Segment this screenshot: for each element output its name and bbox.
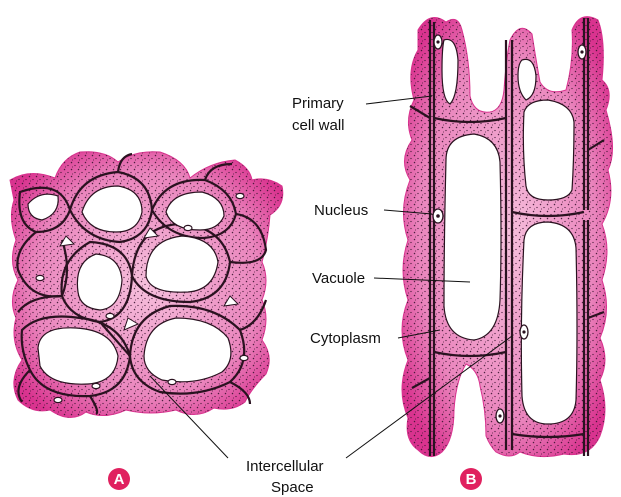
label-intercellular-line2: Space [271, 479, 314, 496]
badge-a-text: A [114, 471, 125, 488]
label-intercellular-line1: Intercellular [246, 458, 324, 475]
label-nucleus: Nucleus [314, 202, 368, 219]
label-primary-line2: cell wall [292, 117, 345, 134]
panel-a-tissue [10, 152, 283, 418]
label-vacuole: Vacuole [312, 270, 365, 287]
badge-b-text: B [466, 471, 477, 488]
badge-a: A [108, 468, 130, 490]
label-primary-line1: Primary [292, 95, 344, 112]
label-cytoplasm: Cytoplasm [310, 330, 381, 347]
panel-b-tissue [402, 17, 613, 457]
badge-b: B [460, 468, 482, 490]
